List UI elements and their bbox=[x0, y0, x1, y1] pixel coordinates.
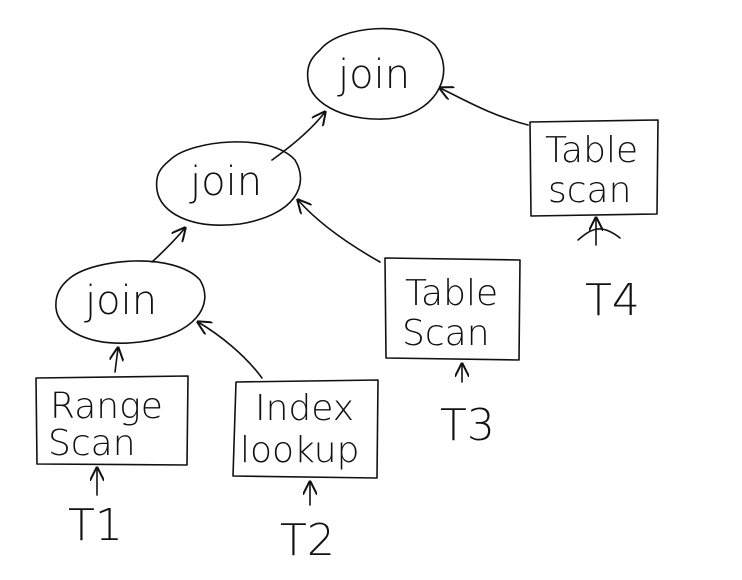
box-label: Scan bbox=[402, 313, 490, 354]
index-lookup-box: Index lookup bbox=[232, 379, 379, 479]
join-node-bottom: join bbox=[55, 260, 206, 344]
box-label: Scan bbox=[48, 423, 136, 464]
edge-bottom-to-mid bbox=[151, 228, 185, 263]
join-node-middle: join bbox=[155, 141, 302, 226]
table-label: T1 bbox=[68, 500, 123, 551]
table-t3: T3 bbox=[440, 400, 495, 451]
range-scan-box: Range Scan bbox=[35, 375, 189, 466]
box-label: lookup bbox=[240, 430, 359, 471]
table-label: T4 bbox=[585, 275, 640, 326]
table-t2: T2 bbox=[280, 515, 335, 566]
join-label: join bbox=[189, 159, 262, 205]
table-t1: T1 bbox=[68, 500, 123, 551]
box-label: Range bbox=[50, 386, 163, 427]
table-scan-t3-box: Table Scan bbox=[384, 257, 521, 361]
edge-index-to-bottom bbox=[198, 322, 263, 379]
edge-range-to-bottom bbox=[115, 348, 118, 373]
table-t4: T4 bbox=[585, 275, 640, 326]
box-label: Index bbox=[255, 388, 354, 429]
box-label: scan bbox=[548, 170, 631, 211]
join-label: join bbox=[84, 278, 157, 324]
box-label: Table bbox=[545, 130, 638, 171]
edge-mid-to-top bbox=[271, 112, 325, 161]
edge-t3scan-to-mid bbox=[298, 200, 381, 263]
edge-t4scan-to-top bbox=[440, 88, 529, 126]
table-label: T3 bbox=[440, 400, 495, 451]
join-label: join bbox=[337, 52, 410, 98]
box-label: Table bbox=[405, 273, 498, 314]
table-scan-t4-box: Table scan bbox=[529, 119, 659, 217]
join-node-top: join bbox=[306, 27, 445, 120]
table-label: T2 bbox=[280, 515, 335, 566]
t4-stroke bbox=[577, 228, 621, 241]
